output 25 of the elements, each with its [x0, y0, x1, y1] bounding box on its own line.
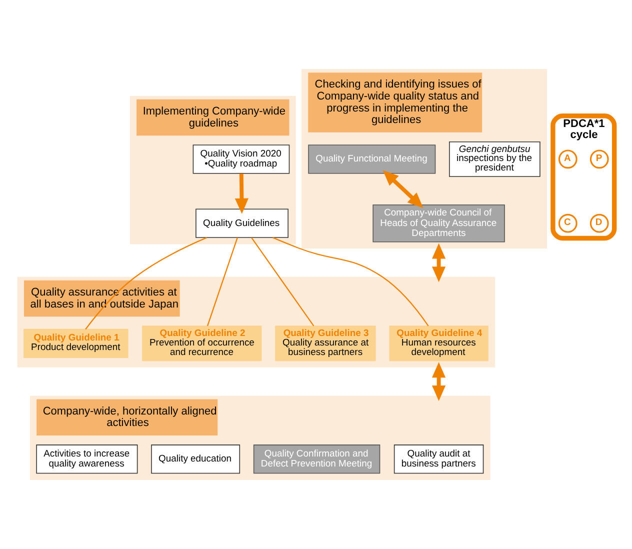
node-circle: C	[558, 214, 578, 233]
node-box: Company-wide Council of Heads of Quality Assurance Departments	[372, 204, 505, 242]
node-box: Activities to increase quality awareness	[36, 444, 138, 474]
arrow	[432, 362, 446, 402]
arrow	[234, 174, 248, 214]
connector	[206, 238, 238, 326]
node-box: Quality Vision 2020 •Quality roadmap	[192, 144, 290, 174]
node-box: Quality audit at business partners	[394, 444, 484, 474]
node-box: Quality Guideline 1 Product development	[24, 328, 128, 358]
node-circle: D	[590, 214, 609, 233]
node-box: Quality Functional Meeting	[308, 144, 436, 174]
node-box: Quality Guideline 3 Quality assurance at business partners	[275, 326, 376, 362]
connector	[85, 237, 208, 330]
node-box: Quality Guidelines	[196, 208, 288, 238]
node-box: Quality Guideline 2 Prevention of occurrence and recurrence	[142, 326, 262, 362]
node-circle: A	[558, 150, 578, 169]
arrow	[432, 243, 446, 282]
connector	[251, 237, 314, 326]
node-circle: P	[590, 150, 609, 169]
connector	[272, 237, 429, 326]
node-box: Quality Guideline 4 Human resources development	[389, 326, 488, 362]
arrow	[382, 170, 424, 208]
node-box: Quality Confirmation and Defect Prevention Meeting	[253, 444, 380, 474]
node-box: Genchi genbutsu inspections by the president	[449, 141, 540, 177]
node-box: Quality education	[151, 444, 240, 474]
